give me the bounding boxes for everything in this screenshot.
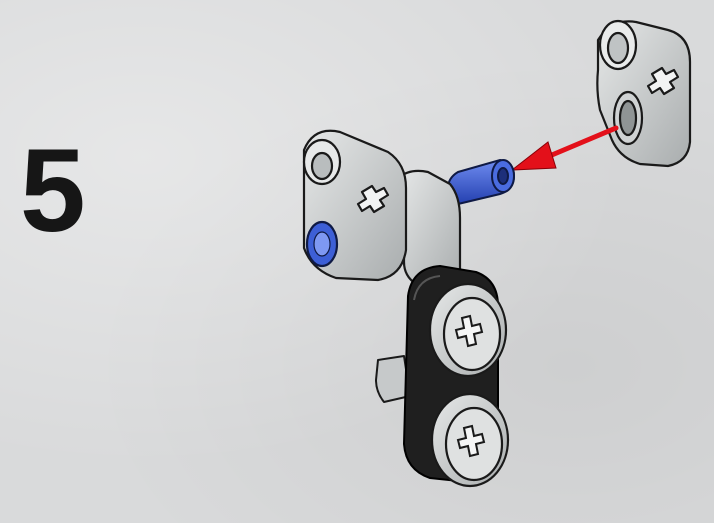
left-cross-block [304, 131, 406, 280]
attach-arrow [512, 128, 616, 170]
gray-bushing-upper [430, 284, 506, 376]
gray-bushing-lower [432, 394, 508, 486]
incoming-cross-block [597, 21, 690, 166]
